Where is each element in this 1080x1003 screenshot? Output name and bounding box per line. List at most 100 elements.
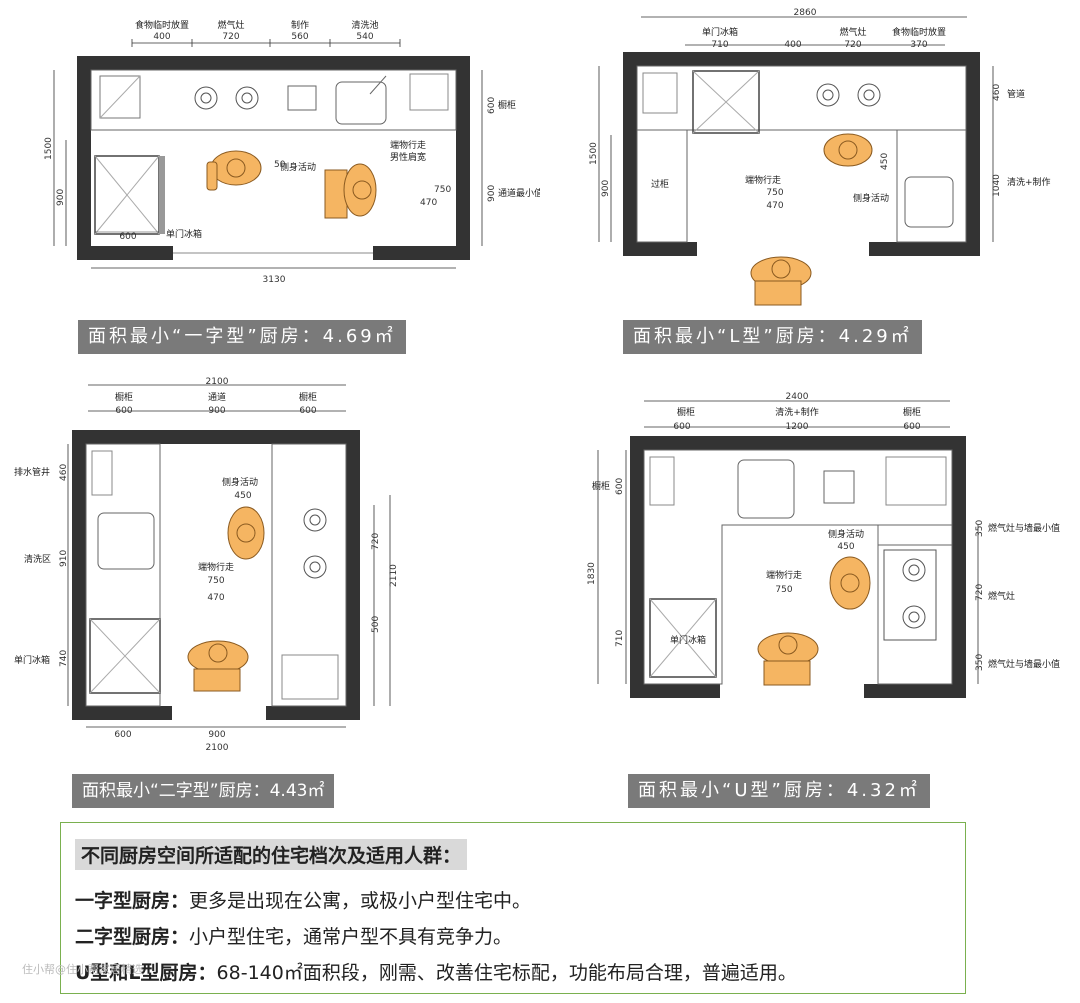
plan3-label-cab-left: 橱柜 xyxy=(115,391,133,403)
plan3-dim-470: 470 xyxy=(207,593,224,603)
notes-row-two-line: 二字型厨房：小户型住宅，通常户型不具有竞争力。 xyxy=(75,924,951,950)
notes-term-u-l: U型和L型厨房： xyxy=(75,962,217,984)
plan2-dim-1500: 1500 xyxy=(589,142,599,165)
notes-row-one-line: 一字型厨房：更多是出现在公寓，或极小户型住宅中。 xyxy=(75,888,951,914)
plan3-label-drain: 排水管井 xyxy=(14,466,50,478)
plan1-dim-900: 900 xyxy=(56,189,66,206)
plan2-person-side xyxy=(823,133,873,167)
plan1-label-food: 食物临时放置 xyxy=(135,19,189,31)
plan4-label-side: 侧身活动 xyxy=(828,528,864,540)
plan2-label-walk: 端物行走 xyxy=(745,174,781,186)
plan4-dim-350a: 350 xyxy=(975,520,985,537)
plan4-dim-710: 710 xyxy=(615,630,625,647)
plan1-dim-540: 540 xyxy=(356,32,373,42)
plan4-label-stove: 燃气灶 xyxy=(988,590,1015,602)
plan2-person-tray xyxy=(750,256,812,306)
plan1-dim-750: 750 xyxy=(434,185,451,195)
plan3-label-cab-right: 橱柜 xyxy=(299,391,317,403)
plan4-label-cabinet: 橱柜 xyxy=(592,480,610,492)
plan3-label-side: 侧身活动 xyxy=(222,476,258,488)
plan3-dim-740: 740 xyxy=(59,650,69,667)
plan4-dim-450: 450 xyxy=(837,542,854,552)
plan-one-line-kitchen: 400 720 560 540 食物临时放置 燃气灶 制作 清洗池 单门冰箱 6… xyxy=(40,10,540,290)
plan2-dim-710: 710 xyxy=(711,40,728,50)
notes-text-one-line: 更多是出现在公寓，或极小户型住宅中。 xyxy=(189,890,532,912)
plan1-dim-right-600: 600 xyxy=(487,97,497,114)
plan2-label-fridge: 单门冰箱 xyxy=(702,26,738,38)
plan3-person-side xyxy=(227,506,265,560)
plan3-dim-900: 900 xyxy=(208,406,225,416)
plan4-label-wash-prep: 清洗+制作 xyxy=(775,406,819,418)
plan4-label-fridge: 单门冰箱 xyxy=(670,634,706,646)
watermark: 住小帮@住小帮家居精选 xyxy=(22,963,143,976)
plan4-label-walk: 端物行走 xyxy=(766,569,802,581)
plan4-label-cab-right: 橱柜 xyxy=(903,406,921,418)
caption-l-type: 面积最小“L型”厨房：4.29㎡ xyxy=(623,320,922,354)
plan2-dim-470: 470 xyxy=(766,201,783,211)
plan4-label-cab-left: 橱柜 xyxy=(677,406,695,418)
plan1-person-side xyxy=(206,150,262,191)
plan1-dim-470: 470 xyxy=(420,198,437,208)
plan3-label-wash: 清洗区 xyxy=(24,553,51,565)
plan3-dim-460: 460 xyxy=(59,464,69,481)
plan1-label-walk: 端物行走 xyxy=(390,139,426,151)
plan3-dim-450: 450 xyxy=(234,491,251,501)
plan3-dim-750: 750 xyxy=(207,576,224,586)
plan3-dim-600a: 600 xyxy=(115,406,132,416)
plan2-dim-900: 900 xyxy=(601,180,611,197)
plan3-dim-720: 720 xyxy=(371,533,381,550)
plan2-label-pass: 过柜 xyxy=(651,178,669,190)
notes-term-one-line: 一字型厨房： xyxy=(75,890,190,912)
caption-one-line: 面积最小“一字型”厨房：4.69㎡ xyxy=(78,320,406,354)
plan4-dim-1830: 1830 xyxy=(587,562,597,585)
plan4-label-gap-bottom: 燃气灶与墙最小值 xyxy=(988,658,1060,670)
plan1-label-cabinet: 橱柜 xyxy=(498,99,516,111)
plan3-person-tray xyxy=(187,640,249,692)
plan1-label-shoulder: 男性肩宽 xyxy=(390,151,426,163)
plan2-dim-total: 2860 xyxy=(794,8,817,18)
plan3-label-fridge: 单门冰箱 xyxy=(14,654,50,666)
plan4-person-tray xyxy=(757,632,819,686)
plan2-dim-370: 370 xyxy=(910,40,927,50)
plan2-label-pipe: 管道 xyxy=(1007,88,1025,100)
plan2-dim-1040: 1040 xyxy=(992,174,1002,197)
plan1-label-prep: 制作 xyxy=(291,19,309,31)
notes-term-two-line: 二字型厨房： xyxy=(75,926,190,948)
plan1-dim-total: 3130 xyxy=(263,275,286,285)
plan4-dim-left-600: 600 xyxy=(615,478,625,495)
plan1-person-tray xyxy=(324,163,377,219)
plan3-dim-bottom-total: 2100 xyxy=(206,743,229,753)
plan4-dim-720: 720 xyxy=(975,584,985,601)
plan2-label-wash-prep: 清洗+制作 xyxy=(1007,176,1051,188)
plan3-dim-total: 2100 xyxy=(206,377,229,387)
plan4-dim-total: 2400 xyxy=(786,392,809,402)
plan2-dim-460: 460 xyxy=(992,84,1002,101)
plan2-dim-400: 400 xyxy=(784,40,801,50)
plan1-label-stove: 燃气灶 xyxy=(217,19,244,31)
plan2-dim-720: 720 xyxy=(844,40,861,50)
plan2-label-side: 侧身活动 xyxy=(853,192,889,204)
plan-l-kitchen: 2860 710 400 720 370 单门冰箱 燃气灶 食物临时放置 过柜 … xyxy=(585,5,1075,310)
plan1-label-side: 侧身活动 xyxy=(280,161,316,173)
plan3-label-walk: 端物行走 xyxy=(198,561,234,573)
plan3-dim-500: 500 xyxy=(371,616,381,633)
plan1-dim-right-900: 900 xyxy=(487,185,497,202)
plan4-dim-1200: 1200 xyxy=(786,422,809,432)
plan3-dim-2110: 2110 xyxy=(389,564,399,587)
notes-text-u-l: 68-140㎡面积段，刚需、改善住宅标配，功能布局合理，普遍适用。 xyxy=(216,962,797,984)
notes-row-u-l: U型和L型厨房：68-140㎡面积段，刚需、改善住宅标配，功能布局合理，普遍适用… xyxy=(75,960,951,986)
plan4-label-gap-top: 燃气灶与墙最小值 xyxy=(988,522,1060,534)
notes-text-two-line: 小户型住宅，通常户型不具有竞争力。 xyxy=(189,926,513,948)
plan2-label-food: 食物临时放置 xyxy=(892,26,946,38)
notes-heading: 不同厨房空间所适配的住宅档次及适用人群： xyxy=(75,839,468,870)
plan4-person-side xyxy=(829,556,871,610)
plan4-dim-750: 750 xyxy=(775,585,792,595)
plan1-fridge-label: 单门冰箱 xyxy=(166,228,202,240)
plan1-label-sink: 清洗池 xyxy=(351,19,378,31)
plan1-dim-50: 50 xyxy=(274,160,286,170)
plan4-dim-600b: 600 xyxy=(903,422,920,432)
caption-two-line: 面积最小“二字型”厨房：4.43㎡ xyxy=(72,774,335,808)
plan1-dim-1500: 1500 xyxy=(44,137,54,160)
plan1-dim-560: 560 xyxy=(291,32,308,42)
plan3-dim-600b: 600 xyxy=(299,406,316,416)
